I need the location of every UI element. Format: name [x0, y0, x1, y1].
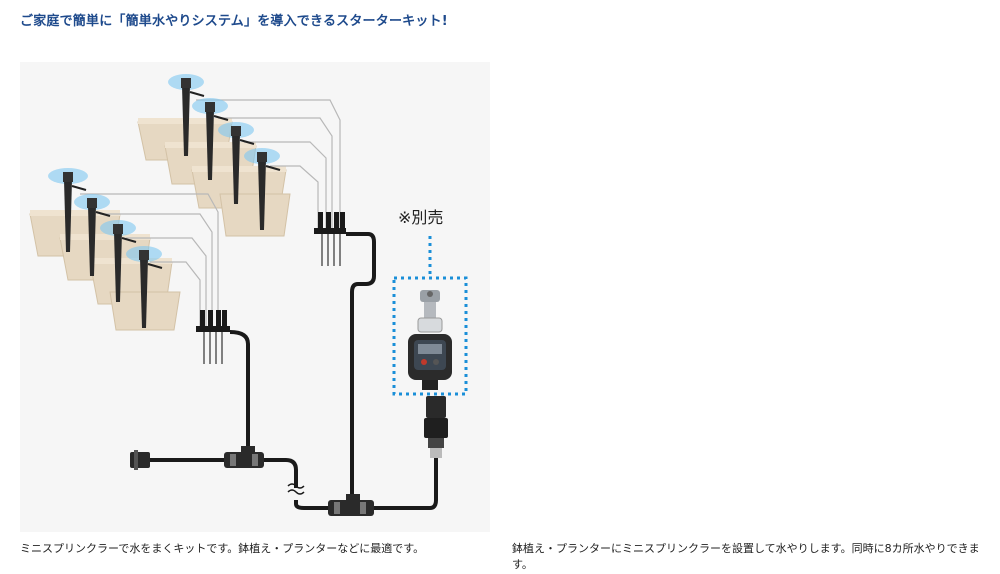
sprinkler-front-4 [126, 246, 163, 328]
feeder-tubes [80, 99, 341, 330]
separate-sale-note: ※別売 [398, 208, 444, 227]
caption-left: ミニスプリンクラーで水をまくキットです。鉢植え・プランターなどに最適です。 [20, 542, 425, 555]
faucet-connector [424, 396, 448, 458]
sprinkler-back-4 [244, 148, 281, 230]
manifold-upper [314, 212, 346, 266]
page-headline: ご家庭で簡単に「簡単水やりシステム」を導入できるスターターキット! [20, 14, 448, 29]
sprinkler-front-1 [48, 168, 88, 252]
sprinkler-back-2 [192, 98, 229, 180]
separate-sale-frame [392, 236, 468, 396]
caption-right: 鉢植え・プランターにミニスプリンクラーを設置して水やりします。同時に8カ所水やり… [512, 542, 980, 571]
sprinkler-back-1 [168, 74, 205, 156]
water-timer-icon [408, 334, 452, 390]
end-cap-coupler [130, 450, 150, 470]
t-joint-coupler-bottom [328, 494, 374, 516]
sprinkler-front-3 [100, 220, 137, 302]
t-joint-coupler [224, 446, 264, 468]
faucet-icon [417, 290, 443, 333]
manifold-lower [196, 310, 230, 364]
sprinkler-back-3 [218, 122, 255, 204]
sprinkler-front-2 [74, 194, 111, 276]
planter-back-far [219, 193, 291, 237]
tube-break-mark [287, 483, 305, 495]
